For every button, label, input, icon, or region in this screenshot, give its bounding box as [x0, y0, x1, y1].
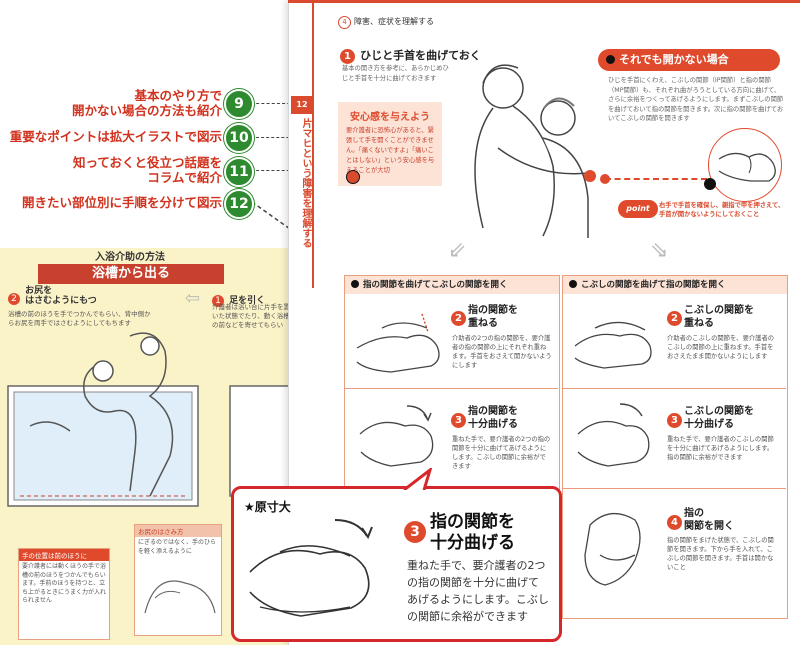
col2-divider-1	[562, 388, 786, 389]
inset-marker	[704, 178, 716, 190]
annotation-10-line1: 重要なポイントは拡大イラストで図示	[9, 129, 222, 144]
annotation-11-line2: コラムで紹介	[147, 170, 222, 185]
annotation-10-text: 重要なポイントは拡大イラストで図示	[10, 129, 222, 144]
point-badge: point	[618, 200, 658, 218]
top-red-rule	[288, 0, 800, 3]
right-step-1-number: 1	[340, 49, 355, 64]
col2-step4-illustration	[570, 495, 662, 605]
zoom-step-number: 3	[404, 521, 426, 543]
bathtub-illustration	[7, 332, 300, 507]
left-step-2: 2 お尻を はさむようにもつ	[8, 286, 97, 306]
col2-step3-illustration	[570, 394, 662, 474]
down-right-arrow-icon: ⇘	[650, 238, 669, 263]
annotation-badge-12: 12	[224, 189, 254, 219]
col2-step4-number: 4	[667, 510, 682, 530]
left-step-1-text: 介護者は浴い合に片手を置いた状態でたり、動く浴槽の前などを寄せてもらい	[212, 303, 290, 329]
col2-step3-text: 重ねた手で、要介護者のこぶしの関節を十分に曲げてあげるようにします。指の関節に余…	[667, 436, 774, 461]
annotation-11-line1: 知っておくと役立つ話題を	[72, 155, 222, 170]
page-tab-number: 12	[291, 96, 313, 114]
left-arrow-icon: ⇦	[185, 288, 201, 309]
left-step-2-title: お尻を はさむようにもつ	[25, 286, 97, 306]
left-step-1: 1 足を引く	[212, 288, 265, 307]
col1-step3-title: 指の関節を 十分曲げる	[468, 406, 518, 430]
right-step-1: 1 ひじと手首を曲げておく	[340, 44, 481, 64]
col1-step3-text: 重ねた手で、要介護者の2つの指の関節を十分に曲げてあげるようにします。こぶしの関…	[452, 436, 551, 470]
note-hip-hold-title: お尻のはさみ方	[135, 525, 221, 537]
annotation-badge-9: 9	[224, 89, 254, 119]
red-dashed-pointer	[605, 178, 707, 180]
col2-divider-2	[562, 488, 786, 489]
col1-step2-number: 2	[451, 306, 466, 326]
section-title: 障害、症状を理解する	[354, 17, 434, 26]
annotation-9-line1: 基本のやり方で	[134, 88, 222, 103]
left-step-1-number: 1	[212, 295, 224, 307]
note-hip-hold-text: にぎるのではなく、手のひらを軽く添えるように	[138, 539, 217, 555]
col2-step2-number: 2	[667, 306, 682, 326]
still-not-open-pill: それでも開かない場合	[598, 49, 780, 71]
left-step-2-text: 浴槽の前のほうを手でつかんでもらい、背中側からお尻を両手ではさむようにしてもちま…	[8, 310, 151, 327]
col2-step2-illustration	[570, 298, 662, 378]
note-hip-hold: お尻のはさみ方 にぎるのではなく、手のひらを軽く添えるように	[134, 524, 222, 636]
hip-hold-illustration	[144, 580, 216, 614]
right-step-1-title: ひじと手首を曲げておく	[360, 49, 481, 62]
col1-divider	[344, 388, 558, 389]
annotation-12-line1: 開きたい部位別に手順を分けて図示	[21, 195, 222, 210]
callout-text: 要介護者に恐怖心があると、緊張して手を開くことができません。「痛くないですよ」「…	[346, 127, 435, 174]
zoom-step-text: 重ねた手で、要介護者の2つ の指の関節を十分に曲げて あげるようにします。こぶし…	[407, 559, 549, 623]
pill-label: それでも開かない場合	[619, 53, 729, 66]
leader-line-9	[251, 103, 311, 104]
zoom-hand-illustration	[249, 519, 373, 617]
left-page: 入浴介助の方法 浴槽から出る 2 お尻を はさむようにもつ 浴槽の前のほうを手で…	[0, 248, 300, 645]
hand-inset-circle	[708, 128, 782, 202]
note-hand-position-title: 手の位置は前のほうに	[19, 549, 109, 561]
zoom-title: ★原寸大	[244, 500, 291, 514]
column-2-title: こぶしの関節を曲げて指の関節を開く	[581, 280, 726, 290]
callout-marker	[346, 170, 360, 184]
hand-inset-illustration	[718, 152, 776, 182]
col1-step2-text: 介助者の2つの指の関節を、要介護者の指の関節の上にそれぞれ重ねます。手首をおさえ…	[452, 335, 552, 369]
note-hand-position-text: 要介護者には動くほうの手で浴槽の前のほうをつかんでもらいます。手前のほうを持つと…	[22, 563, 107, 604]
section-number: 4	[338, 16, 351, 29]
column-1-header: 指の関節を曲げてこぶしの関節を開く	[345, 276, 559, 294]
annotation-badge-10: 10	[224, 123, 254, 153]
point-text: 右手で手首を確保し、親指で甲を押さえて、手首が開かないようにしておくこと	[659, 202, 785, 218]
vertical-chapter-title: 片マヒという障害を理解する	[300, 118, 311, 248]
callout-title: 安心感を与えよう	[350, 112, 430, 123]
left-step-1-title: 足を引く	[229, 296, 266, 306]
still-not-open-text: ひじを手首にくわえ、こぶしの関節（IP関節）と指の関節（MP関節）も、それぞれ曲…	[608, 77, 784, 122]
annotation-12-text: 開きたい部位別に手順を分けて図示	[22, 195, 222, 210]
col1-step3-illustration	[352, 394, 448, 474]
annotation-9-text: 基本のやり方で 開かない場合の方法も紹介	[72, 88, 222, 118]
down-left-arrow-icon: ⇙	[448, 238, 467, 263]
col2-step2-text: 介助者のこぶしの関節を、要介護者のこぶしの関節の上に重ねます。手首をおさえたまま…	[667, 335, 775, 360]
col1-step2-illustration	[352, 298, 448, 378]
zoom-step-title: 指の関節を 十分曲げる	[430, 512, 515, 553]
left-red-rule	[312, 0, 314, 288]
left-step-2-number: 2	[8, 293, 20, 305]
pointer-dot	[600, 174, 610, 184]
col2-step4-text: 指の関節をまげた状態で、こぶしの関節を開きます。下から手を入れて、こぶしの関節を…	[667, 537, 774, 571]
column-1-title: 指の関節を曲げてこぶしの関節を開く	[363, 280, 508, 290]
zoom-pointer	[403, 468, 433, 490]
col2-step3-title: こぶしの関節を 十分曲げる	[684, 406, 754, 430]
caregiver-illustration	[474, 64, 596, 238]
annotation-11-text: 知っておくと役立つ話題を コラムで紹介	[73, 155, 222, 185]
col2-step4-title: 指の 関節を開く	[684, 508, 734, 532]
annotation-9-line2: 開かない場合の方法も紹介	[71, 103, 222, 118]
note-hand-position: 手の位置は前のほうに 要介護者には動くほうの手で浴槽の前のほうをつかんでもらいま…	[18, 548, 110, 640]
col2-step2-title: こぶしの関節を 重ねる	[684, 305, 754, 329]
annotation-badge-11: 11	[224, 157, 254, 187]
left-page-heading: 入浴介助の方法	[95, 252, 165, 263]
column-2-header: こぶしの関節を曲げて指の関節を開く	[563, 276, 787, 294]
col1-step2-title: 指の関節を 重ねる	[468, 305, 518, 329]
col1-step3-number: 3	[451, 408, 466, 428]
left-page-banner: 浴槽から出る	[38, 264, 224, 284]
col2-step3-number: 3	[667, 408, 682, 428]
right-step-1-text: 基本の開き方を参考に、あらかじめひじと手首を十分に曲げておきます	[342, 65, 449, 82]
